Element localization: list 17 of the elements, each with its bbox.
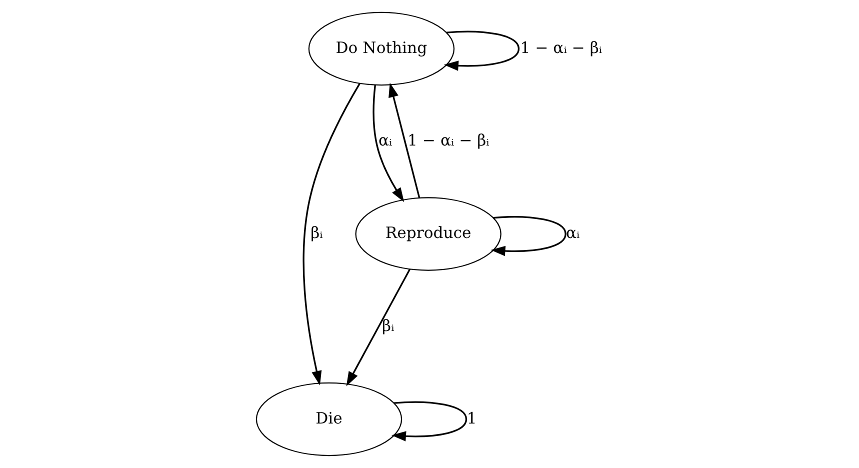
arrow [346,268,410,386]
node-ellipse: Do Nothing [308,12,454,86]
edge-label: 1 − αᵢ − βᵢ [520,38,602,57]
edge-label: αᵢ [566,224,580,242]
edge-label: βᵢ [310,224,322,242]
arrow [390,401,467,442]
arrow [388,82,420,198]
arrow [372,85,404,202]
arrow [490,216,566,256]
arrow [443,30,520,71]
node-ellipse: Reproduce [354,197,501,271]
node-ellipse: Die [255,382,402,456]
edge-label: 1 − αᵢ − βᵢ [407,132,489,150]
edge-label: 1 [466,409,476,428]
arrow [302,83,360,386]
edge-label: αᵢ [378,132,392,150]
edge-label: βᵢ [382,316,394,335]
